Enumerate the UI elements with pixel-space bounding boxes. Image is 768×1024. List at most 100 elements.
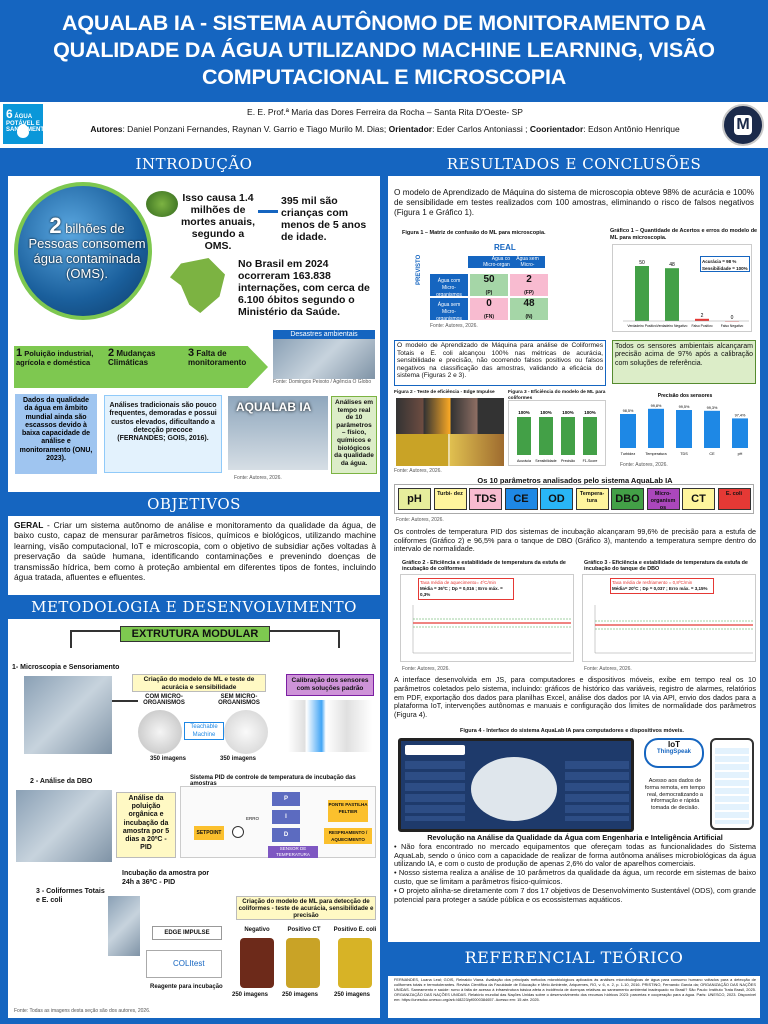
steps-arrow (14, 346, 268, 388)
pid-setpoint: SETPOINT (194, 826, 224, 840)
graph1-category-3: Falso Negativo (721, 324, 744, 328)
figure3-bar-label-2: 100% (562, 410, 574, 415)
iot-label: IoT (668, 740, 680, 749)
ml-creation-box: Criação do modelo de ML e teste de acurá… (132, 674, 266, 692)
method-source: Fonte: Todas as imagens desta seção são … (14, 1008, 151, 1014)
ods-number: 6 (6, 107, 13, 121)
brazil-stat: No Brasil em 2024 ocorreram 163.838 inte… (238, 258, 370, 318)
advisor: : Eder Carlos Antoniassi ; (432, 124, 528, 134)
water-drop-icon (17, 124, 29, 138)
graph1-bar-0 (635, 266, 649, 321)
figure3-bar-label-1: 100% (540, 410, 552, 415)
coadvisor: : Edson Antônio Henrique (583, 124, 680, 134)
box-scarce-data: Dados da qualidade da água em âmbito mun… (14, 393, 98, 475)
pid-peltier: PONTE PASTILHA PELTIER (328, 800, 368, 822)
graph3-stats: Média= 20ºC ; Dp = 0,037 ; Erro máx. = 3… (612, 586, 708, 591)
images-250-c: 250 imagens (334, 992, 371, 998)
figure2-images-top (396, 398, 504, 434)
param-8: CT (682, 488, 715, 510)
graph3-source: Fonte: Autores, 2026. (584, 666, 632, 672)
figure3-category-1: Sensibilidade (535, 459, 556, 463)
results-p2: O modelo de Aprendizado de Máquina para … (394, 340, 606, 386)
globe-image: 2 bilhões de Pessoas consomem água conta… (14, 182, 152, 320)
sensor-bar-4 (732, 418, 748, 448)
authors: : Daniel Ponzani Fernandes, Raynan V. Ga… (122, 124, 387, 134)
graph1-bar-label-0: 50 (639, 260, 645, 266)
globe-text: 2 bilhões de Pessoas consomem água conta… (28, 215, 146, 282)
globe-big-number: 2 (49, 213, 62, 238)
results-heading: RESULTADOS E CONCLUSÕES (388, 152, 760, 176)
intro-source: Fonte: Autores, 2026. (234, 475, 282, 481)
objectives-text: GERAL - Criar um sistema autônomo de aná… (14, 520, 376, 582)
sensor-bar-1 (648, 408, 664, 448)
sample-positive-ct (286, 938, 320, 988)
step-1-number: 1 (16, 347, 23, 359)
mobile-screen (715, 748, 749, 824)
module-2-title: 2 - Análise da DBO (30, 778, 93, 785)
matrix-fp-value: 2 (526, 274, 532, 285)
results-p3: Todos os sensores ambientais alcançaram … (612, 340, 756, 384)
graph2-stats: Média = 36ºC ; Dp = 0,016 ; Erro máx. = … (420, 586, 503, 597)
logo-letter: M (734, 115, 752, 135)
params-title: Os 10 parâmetros analisados pelo sistema… (477, 476, 673, 485)
figure2-images-bottom (396, 434, 504, 466)
remote-access-text: Acesso aos dados de forma remota, em tem… (644, 778, 706, 812)
pid-i: I (272, 810, 300, 824)
pid-title: Sistema PID de controle de temperatura d… (190, 775, 356, 787)
authors-label: Autores (90, 124, 123, 134)
figure4-title: Figura 4 - Interface do sistema AquaLab … (460, 728, 684, 734)
revolution-bullet-2: • Nosso sistema realiza a análise de 10 … (394, 868, 756, 886)
negative-label: Negativo (244, 927, 270, 933)
matrix-tp-label: (P) (485, 290, 493, 296)
matrix-tn-value: 48 (523, 298, 535, 309)
param-1: Turbi- dez (433, 488, 467, 510)
teachable-machine-logo: Teachable Machine (184, 722, 224, 740)
box-realtime: Análises em tempo real de 10 parâmetros … (331, 396, 377, 474)
figure3-bar-1 (539, 417, 553, 455)
modular-title: EXTRUTURA MODULAR (120, 626, 270, 642)
graph2-frame (400, 574, 574, 662)
authors-line: Autores: Daniel Ponzani Fernandes, Rayna… (60, 124, 710, 134)
matrix-tp: 50(P) (470, 274, 508, 296)
graph1-sensitivity: Sensibilidade = 100% (702, 266, 748, 271)
pid-d: D (272, 828, 300, 842)
graph1-category-0: Verdadeiro Positivo (627, 324, 656, 328)
globe-caption: bilhões de Pessoas consomem água contami… (28, 221, 146, 281)
intro-heading: INTRODUÇÃO (8, 152, 380, 176)
matrix-fp: 2 (FP) (510, 274, 548, 296)
figure3-chart: 100%Acurácia100%Sensibilidade100%Precisã… (517, 410, 597, 463)
objectives-body: - Criar um sistema autônomo de análise e… (14, 520, 376, 583)
info-strip (0, 102, 768, 148)
reagent-label: Reagente para incubação (150, 984, 223, 990)
figure3-bar-0 (517, 417, 531, 455)
sensor-bar-3 (704, 410, 720, 448)
results-p4: Os controles de temperatura PID dos sist… (394, 527, 756, 554)
module-1-title: 1- Microscopia e Sensoriamento (12, 664, 120, 671)
param-6: DBO (611, 488, 644, 510)
images-250-b: 250 imagens (282, 992, 319, 998)
images-350-b: 350 imagens (220, 756, 257, 762)
bacteria-icon (146, 191, 178, 217)
images-250-a: 250 imagens (232, 992, 269, 998)
matrix-fp-label: (FP) (524, 290, 534, 296)
sensor-category-2: TDS (680, 452, 688, 456)
sensor-chart-title: Precisão dos sensores (658, 393, 713, 399)
iot-cloud: IoT ThingSpeak (644, 738, 704, 768)
step-3: 3 Falta de monitoramento (188, 348, 260, 368)
sensor-bar-label-2: 99,5% (679, 405, 690, 409)
matrix-col2-b: Micro-organismos (514, 262, 541, 274)
step-1-text: Poluição industrial, agrícola e doméstic… (16, 349, 94, 367)
matrix-predicted-label: PREVISTO (416, 254, 422, 285)
param-2: TDS (469, 488, 502, 510)
dbo-box: Análise da poluição orgânica e incubação… (116, 792, 176, 858)
without-microorganisms-label: SEM MICRO-ORGANISMOS (218, 694, 260, 706)
interface-logo (405, 745, 465, 755)
module-3-title: 3 - Coliformes Totais e E. coli (36, 888, 105, 904)
